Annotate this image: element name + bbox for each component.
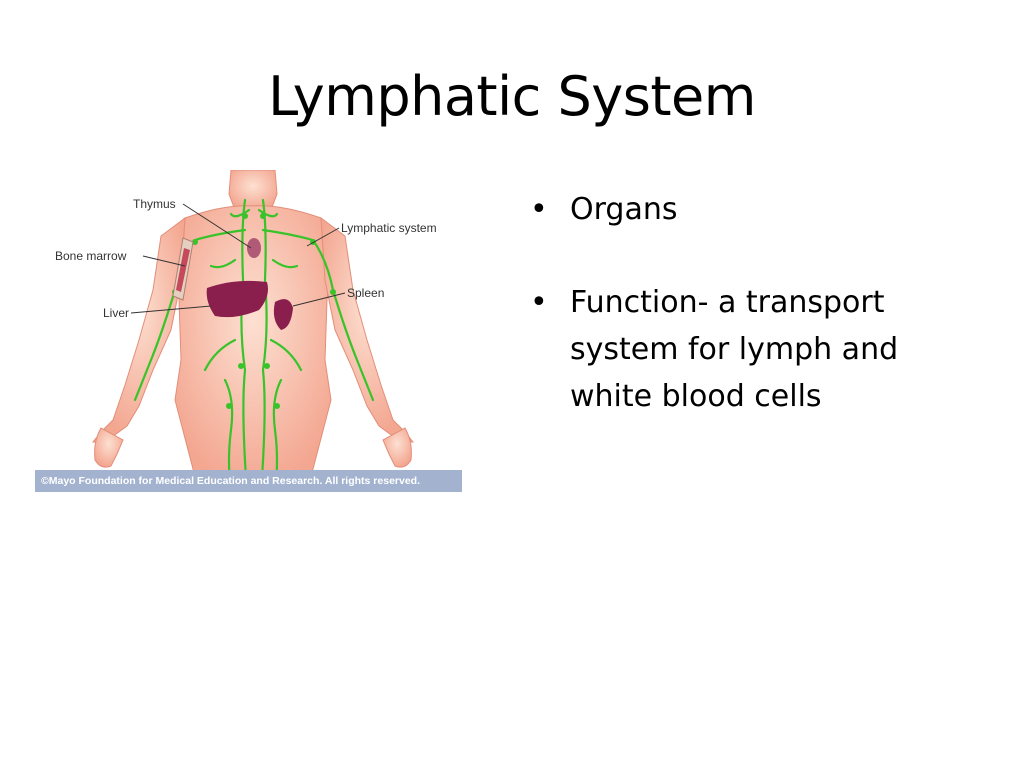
marrow-core [176, 248, 190, 292]
bullet-text: Function- a transport system for lymph a… [570, 285, 899, 414]
bullet-list: • Organs • Function- a transport system … [530, 186, 970, 466]
label-liver: Liver [103, 306, 130, 320]
label-spleen: Spleen [347, 286, 385, 300]
body-diagram [91, 170, 415, 492]
label-bone-marrow: Bone marrow [55, 249, 127, 263]
lymph-vessels [133, 198, 375, 492]
label-thymus: Thymus [133, 197, 176, 211]
copyright-caption: ©Mayo Foundation for Medical Education a… [35, 470, 462, 492]
label-lymphatic-system: Lymphatic system [341, 221, 437, 235]
lymphatic-system-illustration: Thymus Lymphatic system Bone marrow Sple… [35, 170, 462, 492]
leader-lines [130, 203, 346, 314]
bullet-item: • Function- a transport system for lymph… [530, 279, 970, 420]
spleen-shape [273, 299, 293, 330]
bullet-marker: • [530, 192, 548, 227]
bullet-text: Organs [570, 192, 678, 227]
liver-shape [206, 280, 268, 318]
thymus-shape [247, 238, 261, 258]
slide-title: Lymphatic System [268, 65, 756, 128]
body-silhouette [91, 170, 415, 492]
bullet-item: • Organs [530, 186, 970, 233]
bullet-marker: • [530, 285, 548, 320]
